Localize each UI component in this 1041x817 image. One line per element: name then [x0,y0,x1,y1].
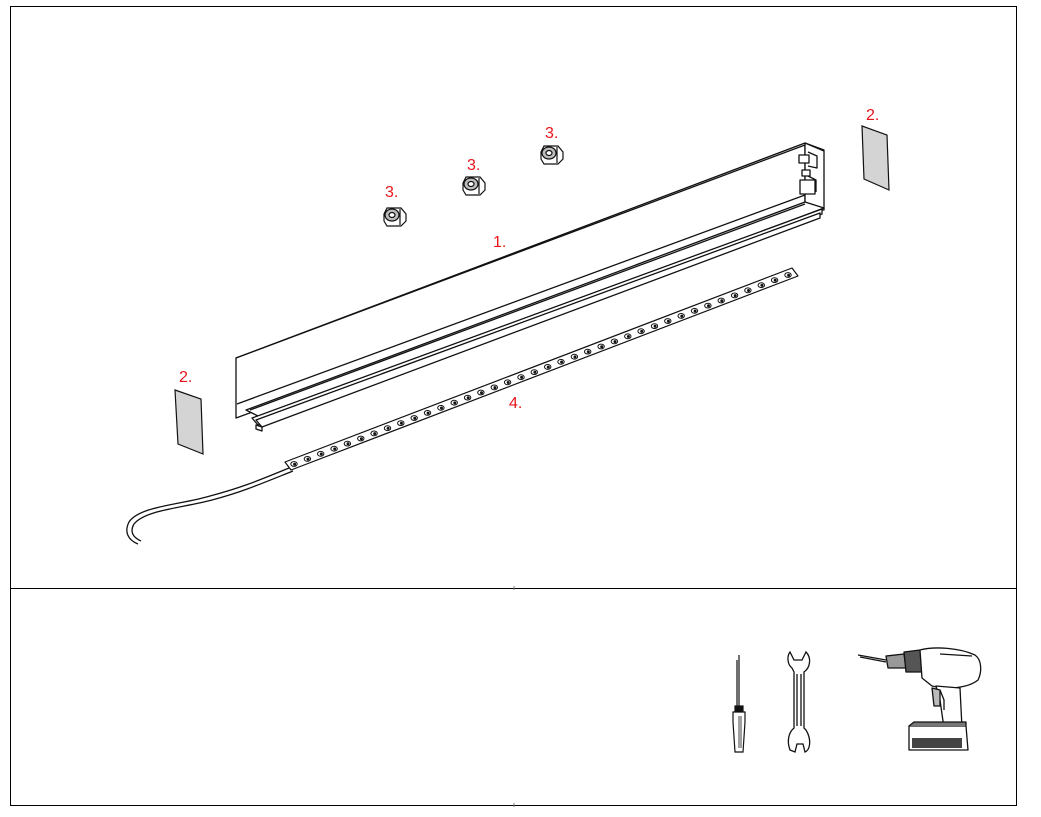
led-chip-dot [293,462,297,466]
led-chip-dot [600,345,604,349]
end-cap-left [174,389,204,455]
callout-clip-c: 3. [545,125,558,142]
led-chip-dot [733,294,737,298]
end-cap-right [861,125,890,191]
led-chip-dot [413,416,417,420]
mounting-clip [540,145,564,165]
led-chip-dot [399,421,403,425]
led-chip-dot [493,386,497,390]
led-chip-dot [546,365,550,369]
aluminum-profile [235,142,825,432]
led-chip-dot [626,335,630,338]
led-chip-dot [787,273,791,277]
mounting-clip [383,207,407,227]
led-chip-dot [747,289,750,292]
callout-clip-a: 3. [385,184,398,201]
led-chip-dot [306,457,310,461]
callout-end-cap-right: 2. [866,107,879,124]
led-chip-dot [573,355,577,359]
led-chip-dot [506,381,510,384]
mounting-clips [383,145,564,227]
screwdriver-icon [732,655,746,753]
led-chip-dot [359,437,363,441]
led-chip-dot [333,447,337,451]
led-chip-dot [707,304,710,308]
callout-clip-b: 3. [467,157,480,174]
led-chip-dot [533,370,537,374]
led-chip-dot [680,314,684,318]
led-strip [126,267,799,545]
led-chip-dot [466,396,470,400]
wrench-icon [787,650,811,753]
led-chip-dot [520,375,524,379]
led-chip-dot [386,426,390,430]
led-chip-dot [653,324,657,328]
tools-panel [10,588,1017,806]
led-chip-dot [319,452,323,456]
led-power-cable [126,467,290,545]
led-chip-dot [773,278,777,282]
led-chip-dot [426,411,430,415]
callout-led-strip: 4. [509,395,522,412]
callout-aluminum-profile: 1. [493,234,506,251]
led-chip-dot [640,329,644,333]
led-chip-dot [373,432,377,436]
led-chip-dot [453,401,457,405]
mounting-clip [462,176,486,196]
led-chip-dot [666,319,670,323]
led-chip-dot [346,442,350,446]
led-chip-dot [720,299,724,303]
led-chip-dot [480,391,483,395]
led-chip-dot [693,309,697,313]
led-chip-dot [586,350,590,354]
led-chip-dot [760,283,764,287]
drill-icon [857,647,982,751]
led-chip-dot [560,360,564,364]
led-chip-dot [613,340,617,344]
callout-end-cap-left: 2. [179,369,192,386]
led-chip-dot [440,406,443,410]
